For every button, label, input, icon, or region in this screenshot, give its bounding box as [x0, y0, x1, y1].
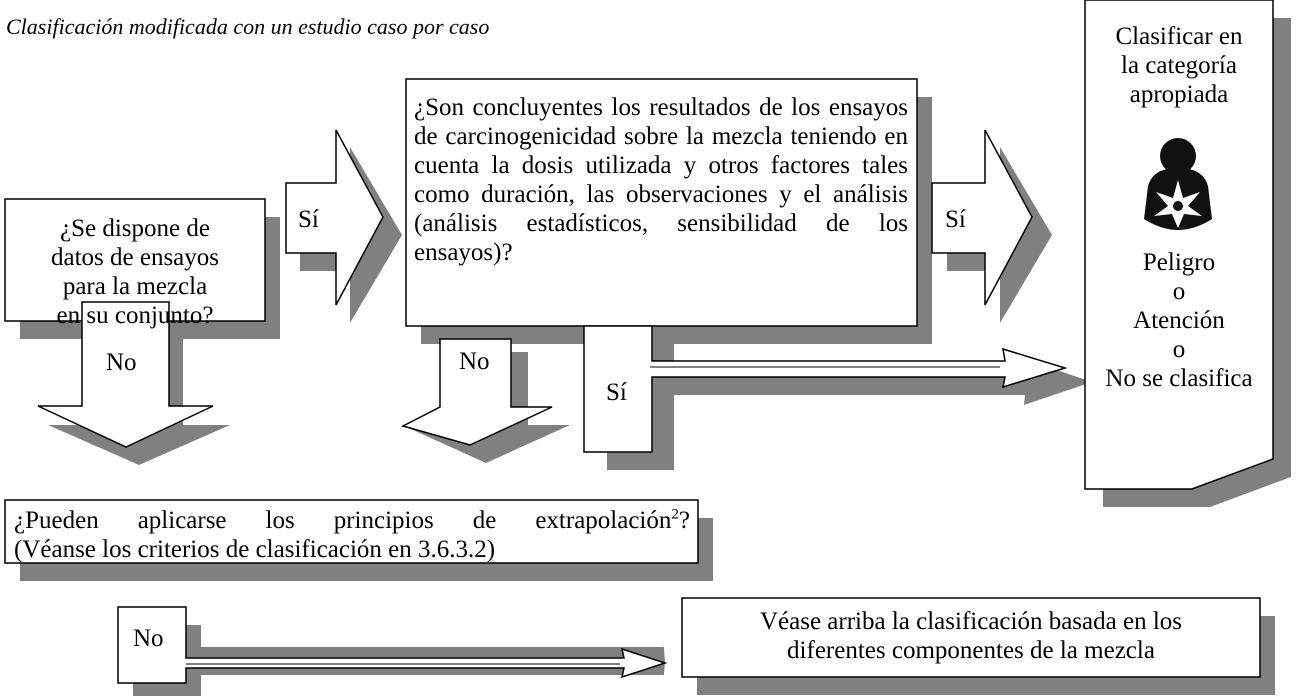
box-data-line-1: ¿Se dispone de [60, 215, 210, 242]
outcome-peligro: Peligro [1142, 249, 1216, 276]
box-data-border [4, 198, 266, 322]
arrow-yes2 [931, 129, 1033, 306]
label-yes-2: Sí [945, 206, 966, 233]
bridging-question-mark: ? [678, 507, 690, 534]
box-classify-border [1084, 0, 1274, 490]
label-yes-3: Sí [606, 379, 627, 406]
arrow-yes1 [285, 129, 384, 306]
bridging-line-2: (Véanse los criterios de clasificación e… [14, 536, 496, 563]
see-above-line-2: diferentes componentes de la mezcla [787, 637, 1155, 664]
outcome-or-2: o [1172, 336, 1186, 363]
box-data-line-3: para la mezcla [62, 273, 208, 300]
box-data-line-4: en su conjunto? [56, 302, 214, 329]
shapes [4, 0, 1274, 684]
label-no-2: No [459, 348, 490, 375]
bridging-line-1: ¿Pueden aplicarse los principios de extr… [14, 506, 690, 535]
label-no-1: No [106, 349, 137, 376]
box-conclusive-border [405, 78, 918, 327]
box-data-line-2: datos de ensayos [50, 244, 220, 271]
box-data-available: ¿Se dispone de datos de ensayos para la … [10, 214, 260, 330]
diagram-title: Clasificación modificada con un estudio … [6, 14, 490, 39]
box-classify-outcomes: Peligro o Atención o No se clasifica [1090, 248, 1268, 393]
arrow-yes3 [583, 325, 1068, 453]
label-no-3: No [133, 625, 164, 652]
box-see-above-text: Véase arriba la clasificación basada en … [690, 607, 1252, 665]
health-hazard-icon [1144, 138, 1212, 230]
outcome-no-clasifica: No se clasifica [1105, 365, 1253, 392]
classify-line-2: la categoría [1121, 52, 1237, 79]
classify-line-1: Clasificar en [1115, 23, 1243, 50]
label-yes-1: Sí [298, 206, 319, 233]
box-see-above-border [681, 597, 1261, 678]
arrow-no2 [400, 338, 553, 446]
box-classify-heading: Clasificar en la categoría apropiada [1090, 22, 1268, 109]
outcome-or-1: o [1172, 278, 1186, 305]
box-conclusive-text: ¿Son concluyentes los resultados de los … [414, 94, 908, 266]
box-bridging-text: ¿Pueden aplicarse los principios de extr… [14, 506, 690, 564]
footnote-marker: 2 [671, 506, 679, 523]
arrow-no1 [37, 301, 214, 448]
box-bridging-border [4, 499, 699, 564]
bridging-question: ¿Pueden aplicarse los principios de extr… [14, 507, 672, 534]
outcome-atencion: Atención [1133, 307, 1225, 334]
classify-line-3: apropiada [1129, 81, 1229, 108]
see-above-line-1: Véase arriba la clasificación basada en … [759, 608, 1182, 635]
